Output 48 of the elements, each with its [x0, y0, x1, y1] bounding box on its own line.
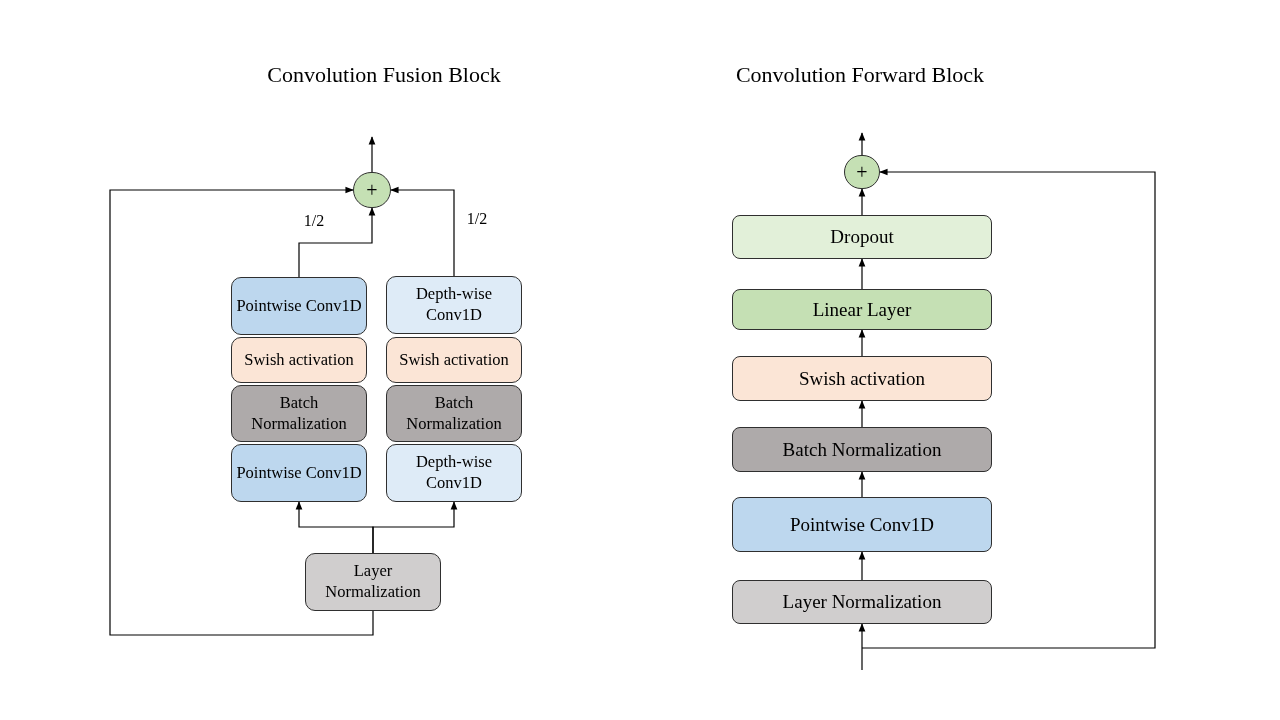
process-box: [231, 444, 367, 502]
process-box: [732, 497, 992, 552]
node-label: +: [855, 159, 869, 185]
node-label: Pointwise Conv1D: [235, 295, 363, 317]
process-box: [231, 277, 367, 335]
process-box: [732, 289, 992, 330]
arrow: [858, 471, 866, 498]
arrow: [858, 400, 866, 428]
block-title: Convolution Forward Block: [735, 60, 985, 89]
node-label: Batch Normalization: [250, 392, 348, 435]
arrow: [861, 168, 1156, 649]
arrow: [858, 551, 866, 581]
node-label: Batch Normalization: [405, 392, 503, 435]
arrow: [390, 186, 455, 277]
node-label: Swish activation: [398, 349, 510, 371]
process-box: [386, 337, 522, 383]
process-box: [305, 553, 441, 611]
process-box: [386, 444, 522, 502]
arrow: [858, 623, 866, 671]
node-label: +: [365, 177, 379, 203]
node-label: Pointwise Conv1D: [235, 462, 363, 484]
arrow: [368, 136, 376, 173]
node-label: Batch Normalization: [781, 437, 943, 462]
process-box: [732, 427, 992, 472]
arrow: [109, 186, 374, 636]
node-label: Depth-wise Conv1D: [414, 284, 494, 326]
node-label: Linear Layer: [811, 297, 913, 322]
arrow: [858, 329, 866, 357]
node-label: Pointwise Conv1D: [788, 512, 936, 537]
block-title: Convolution Fusion Block: [267, 60, 501, 89]
process-box: [732, 215, 992, 259]
process-box: [732, 580, 992, 624]
node-label: Layer Normalization: [781, 590, 943, 614]
process-box: [386, 385, 522, 442]
node-label: Swish activation: [797, 366, 927, 391]
process-box: [386, 276, 522, 334]
arrow: [858, 132, 866, 156]
node-label: Dropout: [829, 225, 895, 249]
node-label: Swish activation: [243, 349, 355, 371]
arrow: [858, 258, 866, 290]
node-label: Depth-wise Conv1D: [414, 452, 494, 494]
node-label: Layer Normalization: [324, 561, 422, 603]
arrow: [298, 207, 376, 278]
arrow: [858, 188, 866, 216]
arrow: [372, 501, 458, 554]
process-box: [732, 356, 992, 401]
process-box: [231, 385, 367, 442]
process-box: [231, 337, 367, 383]
